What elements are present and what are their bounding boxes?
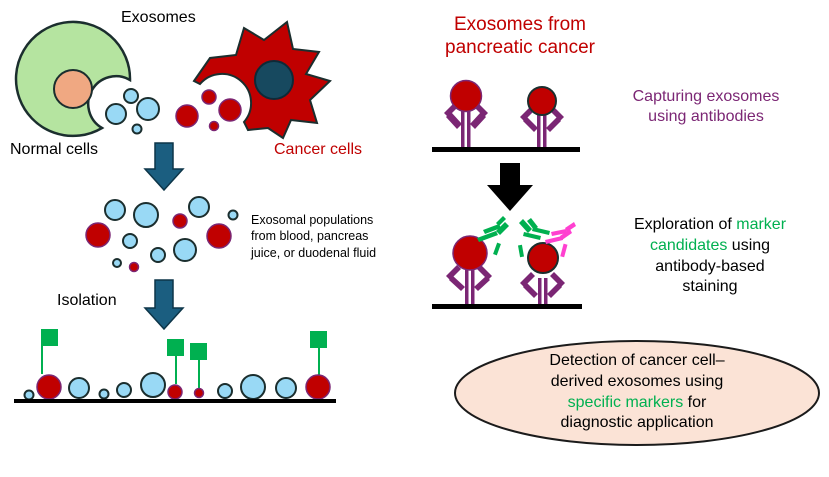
detection-text: for	[683, 393, 707, 411]
isolation-label: Isolation	[57, 292, 117, 309]
title-line: pancreatic cancer	[445, 36, 595, 58]
cancer-exosomes	[175, 89, 242, 132]
exploration-text: Exploration of	[633, 216, 737, 233]
capture-line: Capturing exosomes	[632, 88, 780, 105]
exosomal-populations-label: Exosomal populations from blood, pancrea…	[251, 212, 376, 261]
capture-line: using antibodies	[648, 108, 764, 125]
exosome-normal	[133, 202, 159, 228]
down-arrow-icon	[487, 163, 533, 211]
exosome-cancer	[128, 261, 140, 273]
cancer-cell	[192, 20, 332, 140]
marker-square	[310, 331, 327, 348]
cancer-cells-label: Cancer cells	[274, 141, 363, 158]
detection-label: Detection of cancer cell– derived exosom…	[517, 351, 757, 434]
detection-text: diagnostic application	[560, 414, 714, 432]
exosome-cancer	[527, 86, 557, 116]
exosome-normal	[150, 247, 166, 263]
exosome-cancer	[527, 242, 559, 274]
exosome-cancer	[208, 120, 220, 132]
specific-markers-highlight: specific markers	[567, 393, 684, 411]
isolation-surface	[14, 329, 336, 403]
populations-line: juice, or duodenal fluid	[251, 245, 377, 260]
exosome-normal	[227, 209, 239, 221]
exosome-cancer	[201, 89, 217, 105]
marker-highlight: marker	[736, 216, 787, 233]
exosome-cancer	[85, 222, 111, 248]
exosome-normal	[116, 382, 132, 398]
pink-antibody-icon	[545, 222, 576, 258]
exosome-normal	[98, 388, 110, 400]
exosome-normal	[112, 258, 122, 268]
exploration-text: staining	[682, 278, 738, 296]
exosome-normal	[240, 374, 266, 400]
exosome-normal	[173, 238, 197, 262]
exosome-cancer	[193, 387, 205, 399]
exosome-normal	[217, 383, 233, 399]
normal-cells-label: Normal cells	[10, 141, 99, 158]
mixed-exosome-population	[85, 196, 239, 273]
exosome-normal	[68, 377, 90, 399]
down-arrow-icon	[143, 279, 185, 331]
antibody-icon	[446, 265, 492, 304]
exosome-normal	[123, 88, 139, 104]
populations-line: from blood, pancreas	[251, 229, 369, 244]
exosome-normal	[104, 199, 126, 221]
detection-ellipse	[454, 340, 820, 446]
exosome-normal	[188, 196, 210, 218]
antibody-capture-diagram	[432, 79, 580, 152]
right-panel-title: Exosomes from pancreatic cancer	[436, 14, 604, 60]
exosome-cancer	[206, 223, 232, 249]
exosome-cancer	[172, 213, 188, 229]
surface-line	[432, 147, 580, 152]
exosomes-label: Exosomes	[121, 9, 196, 26]
marker-square	[190, 343, 207, 360]
normal-cell	[14, 20, 132, 138]
normal-exosomes	[105, 88, 160, 135]
exosome-normal	[122, 233, 138, 249]
detection-text: Detection of cancer cell–	[549, 352, 725, 369]
exosome-normal	[140, 372, 166, 398]
normal-cell-nucleus	[53, 69, 93, 109]
cancer-cell-nucleus	[254, 60, 294, 100]
antibody-icon	[520, 272, 565, 304]
exosome-cancer	[449, 79, 483, 113]
populations-line: Exosomal populations	[251, 213, 374, 227]
surface-line	[14, 399, 336, 403]
marker-square	[167, 339, 184, 356]
exosome-cancer	[36, 374, 62, 400]
exosome-cancer	[452, 235, 488, 271]
antibody-staining-diagram	[432, 216, 582, 309]
exosome-normal	[105, 103, 127, 125]
exosome-cancer	[218, 98, 242, 122]
marker-square	[41, 329, 58, 346]
exploration-text: using	[727, 236, 771, 254]
exploration-label: Exploration of marker candidates using a…	[610, 215, 810, 298]
exosome-normal	[23, 389, 35, 401]
exosome-normal	[275, 377, 297, 399]
exosome-normal	[136, 97, 160, 121]
title-line: Exosomes from	[454, 14, 586, 35]
exosome-cancer	[175, 104, 199, 128]
down-arrow-icon	[143, 142, 185, 192]
detection-text: derived exosomes using	[550, 372, 724, 390]
surface-line	[432, 304, 582, 309]
capture-label: Capturing exosomes using antibodies	[606, 87, 806, 127]
exosome-cancer	[167, 384, 183, 400]
green-antibody-icon	[477, 216, 550, 258]
exosome-cancer	[305, 374, 331, 400]
exosome-normal	[131, 123, 143, 135]
exploration-text: antibody-based	[655, 257, 765, 275]
marker-highlight: candidates	[649, 236, 728, 254]
